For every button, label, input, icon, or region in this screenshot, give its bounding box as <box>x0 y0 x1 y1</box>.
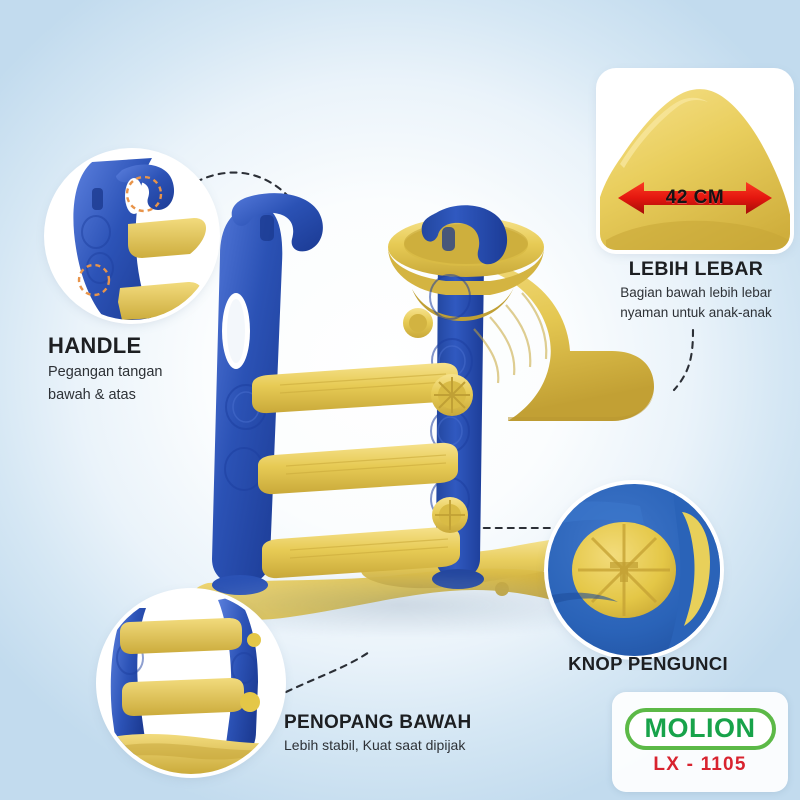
penopang-base-shade <box>104 743 280 760</box>
inset-lebih-lebar: 42 CM <box>600 72 790 250</box>
product-illustration <box>150 155 680 655</box>
label-lebih-lebar-line2: nyaman untuk anak-anak <box>620 305 772 321</box>
foot-left <box>212 575 268 595</box>
brand-logo-card: MOLION LX - 1105 <box>612 692 788 792</box>
label-penopang-bawah: PENOPANG BAWAH Lebih stabil, Kuat saat d… <box>284 712 549 755</box>
inset-knop-pengunci <box>548 484 720 656</box>
foot-right <box>432 569 484 589</box>
model-number: LX - 1105 <box>653 754 747 776</box>
penopang-knob-small <box>247 633 261 647</box>
top-grab-handle <box>231 193 323 252</box>
brand-name: MOLION <box>644 712 756 743</box>
handle-slot-right <box>442 227 455 251</box>
slide-ramp <box>408 259 654 421</box>
top-grab-handle-right <box>421 205 508 265</box>
ladder-handle-hole-inner <box>227 299 245 363</box>
step-texture <box>279 373 449 559</box>
label-handle-line1: Pegangan tangan <box>48 364 163 380</box>
wide-seat-highlight <box>620 97 708 168</box>
hoop-wall <box>388 247 544 295</box>
lock-knob-glyph <box>610 562 638 582</box>
penopang-step-lower <box>122 678 244 716</box>
inset-penopang-bawah <box>100 592 282 774</box>
double-arrow-shape <box>618 182 772 214</box>
leader-penopang <box>284 648 374 694</box>
brand-logo-pill: MOLION <box>624 707 776 751</box>
penopang-knob <box>240 692 260 712</box>
slide-lip <box>508 389 654 421</box>
label-penopang-bawah-line1: Lebih stabil, Kuat saat dipijak <box>284 737 466 753</box>
label-lebih-lebar-line1: Bagian bawah lebih lebar <box>620 285 772 300</box>
inset-handle <box>48 152 216 320</box>
label-lebih-lebar: LEBIH LEBAR Bagian bawah lebih lebar nya… <box>590 258 800 322</box>
knop-rail-right <box>666 484 720 656</box>
inset-handle-step-top <box>128 218 206 258</box>
lock-knob-main <box>431 374 473 416</box>
lock-knob-hoop <box>403 308 433 338</box>
label-knop-pengunci-title: KNOP PENGUNCI <box>568 653 728 674</box>
label-handle: HANDLE Pegangan tangan bawah & atas <box>48 333 258 404</box>
lock-knob-secondary <box>432 497 468 533</box>
wide-seat-bottom-shade <box>606 220 790 250</box>
penopang-step-upper <box>120 618 242 654</box>
label-handle-line2: bawah & atas <box>48 386 136 403</box>
handle-slot <box>260 215 274 241</box>
slide-ridges <box>473 292 548 384</box>
product-svg <box>191 193 654 620</box>
label-handle-title: HANDLE <box>48 333 142 358</box>
label-knop-pengunci: KNOP PENGUNCI <box>538 653 758 675</box>
label-penopang-bawah-title: PENOPANG BAWAH <box>284 712 472 733</box>
knop-yellow-strip <box>682 512 710 626</box>
base-bolt <box>495 582 509 596</box>
label-lebih-lebar-title: LEBIH LEBAR <box>628 258 764 280</box>
measurement-badge-42cm: 42 CM <box>618 180 772 216</box>
measurement-label: 42 CM <box>665 187 725 208</box>
base-front-rail <box>191 568 612 620</box>
knop-shadow-curve <box>548 592 618 606</box>
hoop-base <box>412 287 514 321</box>
handle-highlight-rings <box>77 175 163 297</box>
